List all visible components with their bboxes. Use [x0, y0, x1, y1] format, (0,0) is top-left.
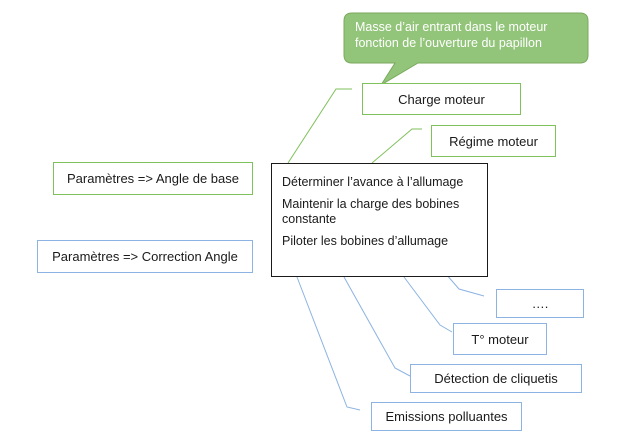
connector-charge — [287, 88, 352, 164]
temperature-moteur-box: T° moteur — [453, 323, 547, 355]
charge-moteur-box: Charge moteur — [362, 83, 521, 115]
temperature-moteur-label: T° moteur — [471, 331, 529, 347]
regime-moteur-box: Régime moteur — [431, 125, 556, 157]
parametres-angle-base-box: Paramètres => Angle de base — [53, 162, 253, 195]
connector-emissions — [296, 276, 361, 411]
callout-line-2: fonction de l’ouverture du papillon — [355, 36, 542, 50]
emissions-box: Emissions polluantes — [371, 402, 522, 431]
function-advance: Déterminer l’avance à l’allumage — [282, 175, 464, 189]
function-coil-charge: Maintenir la charge des bobines constant… — [282, 197, 460, 226]
parametres-angle-base-label: Paramètres => Angle de base — [66, 171, 239, 186]
connector-temperature — [403, 276, 453, 333]
emissions-label: Emissions polluantes — [385, 409, 508, 424]
callout-line-1: Masse d’air entrant dans le moteur — [355, 20, 548, 34]
parametres-correction-box: Paramètres => Correction Angle — [37, 240, 253, 273]
parametres-correction-label: Paramètres => Correction Angle — [52, 249, 238, 264]
main-function-box: Déterminer l’avance à l’allumage Mainten… — [271, 163, 488, 277]
charge-moteur-label: Charge moteur — [398, 91, 485, 107]
autre-box: …. — [496, 289, 584, 318]
autre-label: …. — [531, 296, 549, 311]
regime-moteur-label: Régime moteur — [449, 133, 538, 149]
callout-text: Masse d’air entrant dans le moteur fonct… — [355, 19, 585, 51]
connector-autre — [445, 273, 485, 297]
function-drive-coils: Piloter les bobines d’allumage — [282, 234, 449, 248]
connector-cliquetis — [343, 276, 411, 377]
cliquetis-box: Détection de cliquetis — [410, 364, 582, 393]
cliquetis-label: Détection de cliquetis — [434, 371, 558, 386]
callout-bubble-shape — [343, 12, 589, 86]
connector-regime — [371, 128, 422, 164]
